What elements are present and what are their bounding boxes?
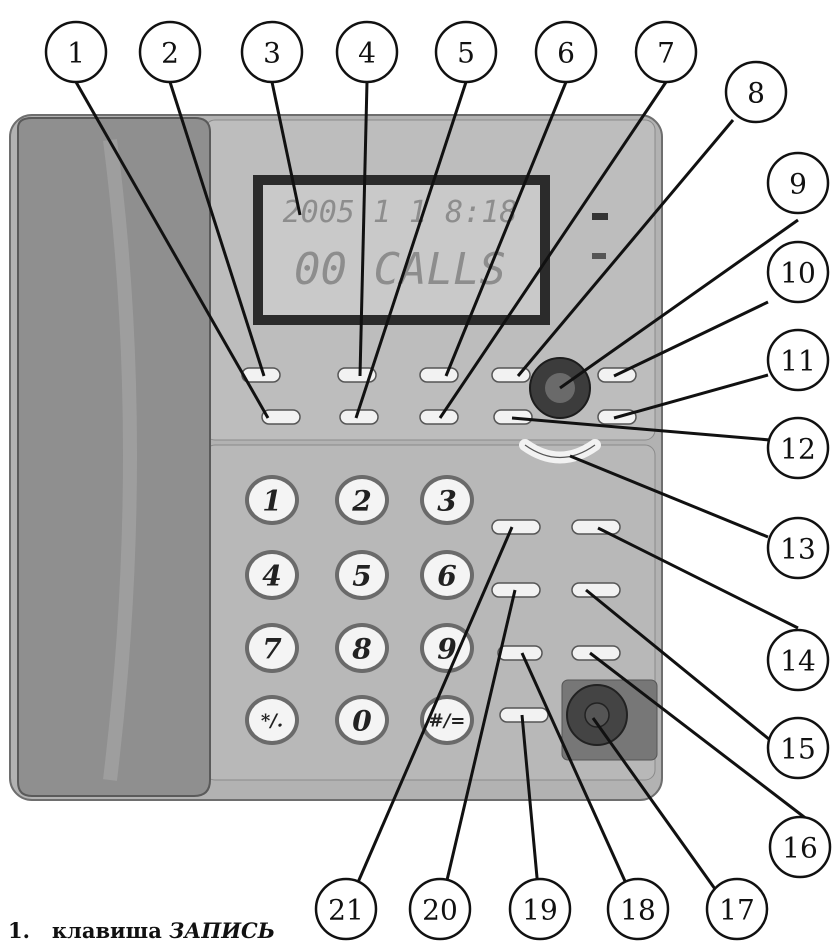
keypad-key[interactable]: 4 (245, 550, 299, 600)
callout-15: 15 (768, 718, 828, 778)
callout-8: 8 (726, 62, 786, 122)
keypad-key-label: 0 (352, 705, 372, 738)
keypad-key[interactable]: */. (245, 695, 299, 745)
side-key-3[interactable] (492, 583, 540, 597)
callout-6: 6 (536, 22, 596, 82)
callout-3: 3 (242, 22, 302, 82)
keypad-key-label: 2 (351, 485, 371, 518)
keypad-key-label: 4 (262, 560, 281, 593)
callout-18: 18 (608, 879, 668, 939)
keypad-key[interactable]: 2 (335, 475, 389, 525)
callout-number: 4 (358, 37, 376, 70)
indicator-lamp-top (592, 213, 608, 220)
callout-number: 7 (657, 37, 675, 70)
callout-number: 16 (782, 832, 818, 865)
callout-21: 21 (316, 879, 376, 939)
callout-number: 3 (263, 37, 281, 70)
keypad-key-label: */. (261, 711, 283, 732)
callout-13: 13 (768, 518, 828, 578)
function-key-top-3[interactable] (420, 368, 458, 382)
callout-12: 12 (768, 418, 828, 478)
callout-number: 11 (780, 345, 816, 378)
keypad-key[interactable]: 3 (420, 475, 474, 525)
callout-number: 14 (780, 645, 816, 678)
callout-number: 2 (161, 37, 179, 70)
callout-number: 9 (789, 168, 807, 201)
callout-number: 21 (328, 894, 364, 927)
caption-number: 1. (8, 918, 30, 943)
callout-11: 11 (768, 330, 828, 390)
callout-7: 7 (636, 22, 696, 82)
callout-16: 16 (770, 817, 830, 877)
callout-9: 9 (768, 153, 828, 213)
keypad-key[interactable]: 8 (335, 623, 389, 673)
callout-number: 18 (620, 894, 656, 927)
keypad-key-label: 7 (262, 633, 282, 666)
side-key-5[interactable] (498, 646, 542, 660)
side-key-4[interactable] (572, 583, 620, 597)
callout-number: 13 (780, 533, 816, 566)
callout-2: 2 (140, 22, 200, 82)
callout-number: 6 (557, 37, 575, 70)
callout-number: 20 (422, 894, 458, 927)
callout-number: 8 (747, 77, 765, 110)
lcd-line-1: 2005 1 1 8:18 (283, 195, 518, 230)
callout-4: 4 (337, 22, 397, 82)
callout-number: 19 (522, 894, 558, 927)
callout-20: 20 (410, 879, 470, 939)
callout-17: 17 (707, 879, 767, 939)
side-key-1[interactable] (492, 520, 540, 534)
keypad-key-label: 5 (352, 560, 371, 593)
keypad-key[interactable]: 6 (420, 550, 474, 600)
callout-number: 5 (457, 37, 475, 70)
legend-caption: 1. клавиша ЗАПИСЬ (8, 918, 275, 943)
callout-1: 1 (46, 22, 106, 82)
keypad-key-label: 3 (437, 485, 456, 518)
caption-prefix: клавиша (52, 918, 162, 943)
callout-number: 1 (67, 37, 85, 70)
keypad-key-label: 1 (262, 485, 281, 518)
keypad-key[interactable]: 1 (245, 475, 299, 525)
side-key-2[interactable] (572, 520, 620, 534)
keypad-key[interactable]: 0 (335, 695, 389, 745)
keypad-key-label: 6 (437, 560, 456, 593)
indicator-lamp-bottom (592, 253, 606, 259)
callout-5: 5 (436, 22, 496, 82)
side-key-7[interactable] (500, 708, 548, 722)
callout-14: 14 (768, 630, 828, 690)
keypad-key[interactable]: 7 (245, 623, 299, 673)
caption-key-name: ЗАПИСЬ (169, 918, 275, 943)
callout-10: 10 (768, 242, 828, 302)
callout-19: 19 (510, 879, 570, 939)
keypad-key[interactable]: 5 (335, 550, 389, 600)
callout-number: 15 (780, 733, 816, 766)
callout-number: 17 (719, 894, 755, 927)
keypad-key-label: #/= (429, 711, 466, 732)
callout-number: 12 (780, 433, 816, 466)
callout-number: 10 (780, 257, 816, 290)
keypad-key-label: 8 (351, 633, 371, 666)
